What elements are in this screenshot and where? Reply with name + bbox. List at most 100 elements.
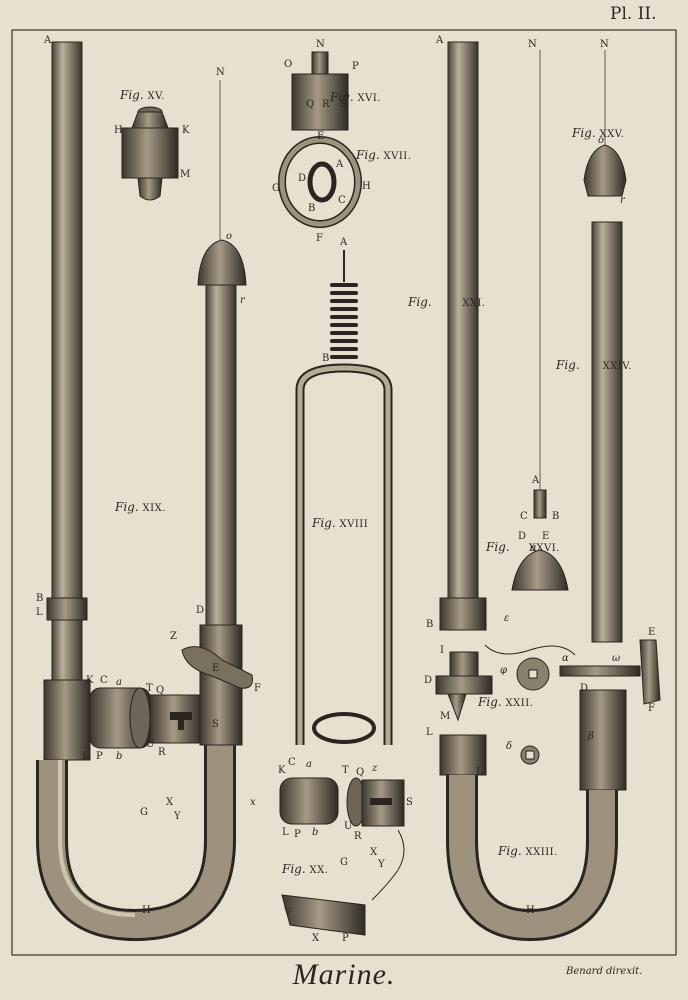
letter: E: [317, 131, 325, 142]
letter: E: [542, 531, 550, 542]
letter: A: [336, 159, 344, 170]
letter: H: [142, 905, 151, 916]
letter: M: [440, 711, 451, 722]
letter: D: [196, 605, 205, 616]
letter: δ: [506, 741, 513, 752]
letter: B: [322, 353, 330, 364]
letter: A: [532, 475, 540, 486]
letter: C: [100, 675, 108, 686]
letter: S: [212, 719, 219, 730]
fig-xxv-drawing: [583, 50, 627, 197]
letter: A: [44, 35, 52, 46]
letter: α: [562, 653, 569, 664]
letter: D: [298, 173, 307, 184]
letter: φ: [500, 665, 508, 676]
letter: L: [82, 751, 89, 762]
letter: B: [552, 511, 560, 522]
caption-fig-xxv: Fig. XXV.: [572, 126, 625, 140]
caption-fig-xix: Fig. XIX.: [115, 500, 166, 514]
letter: Z: [170, 631, 177, 642]
letter: r: [620, 195, 625, 206]
caption-fig-xxvi: Fig. XXVI.: [486, 540, 560, 554]
fig-xxii-drawing: [435, 639, 661, 765]
letter: H: [114, 125, 123, 136]
letter: U: [344, 821, 353, 832]
letter: L: [426, 727, 433, 738]
letter: N: [600, 39, 609, 50]
letter: N: [316, 39, 325, 50]
fig-xx-drawing: [279, 777, 405, 936]
fig-xvi-drawing: [291, 51, 349, 131]
caption-fig-xxiii: Fig. XXIII.: [498, 844, 558, 858]
letter: C: [338, 195, 346, 206]
letter: D: [424, 675, 433, 686]
letter: H: [526, 905, 535, 916]
letter: C: [288, 757, 296, 768]
letter: T: [342, 765, 349, 776]
letter: H: [362, 181, 371, 192]
letter: E: [212, 663, 220, 674]
plate-border: [11, 29, 677, 956]
letter: A: [436, 35, 444, 46]
letter: o: [598, 135, 605, 146]
letter: K: [278, 765, 286, 776]
letter: x: [250, 797, 256, 808]
fig-xviii-drawing: [295, 250, 393, 745]
letter: X: [312, 933, 320, 944]
letter: A: [340, 237, 348, 248]
letter: Y: [174, 811, 181, 822]
letter: X: [370, 847, 378, 858]
letter: F: [254, 683, 261, 694]
plate-number: Pl. II.: [610, 4, 657, 24]
letter: N: [216, 67, 225, 78]
fig-xix-drawing: [36, 41, 253, 942]
letter: I: [440, 645, 444, 656]
letter: b: [312, 827, 319, 838]
letter: M: [180, 169, 191, 180]
letter: P: [96, 751, 103, 762]
letter: B: [426, 619, 434, 630]
caption-fig-xxiv: Fig. XXIV.: [556, 358, 632, 372]
letter: ε: [504, 613, 510, 624]
plate-title: Marine.: [292, 958, 396, 991]
letter: G: [272, 183, 280, 194]
letter: C: [520, 511, 528, 522]
fig-xxiii-drawing: [439, 689, 627, 942]
fig-xxvi-drawing: [511, 50, 569, 591]
letter: o: [226, 231, 233, 242]
letter: N: [528, 39, 537, 50]
letter: β: [588, 731, 594, 742]
letter: O: [284, 59, 293, 70]
letter: Q: [356, 767, 365, 778]
letter: K: [182, 125, 190, 136]
letter: R: [158, 747, 166, 758]
letter: P: [352, 61, 359, 72]
letter: L: [476, 767, 483, 778]
letter: P: [342, 933, 349, 944]
letter: ɑ: [530, 543, 537, 554]
letter: S: [340, 99, 347, 110]
caption-fig-xvi: Fig. XVI.: [330, 90, 381, 104]
letter: P: [294, 829, 301, 840]
letter: F: [648, 703, 655, 714]
letter: z: [372, 763, 378, 774]
letter: R: [322, 99, 330, 110]
letter: a: [116, 677, 122, 688]
letter: X: [166, 797, 174, 808]
letter: L: [36, 607, 43, 618]
caption-fig-xvii: Fig. XVII.: [356, 148, 412, 162]
engraver-credit: Benard direxit.: [566, 966, 643, 977]
letter: ω: [612, 653, 621, 664]
letter: B: [36, 593, 44, 604]
letter: Q: [306, 99, 315, 110]
fig-xxiv-drawing: [591, 221, 623, 643]
letter: V: [284, 907, 292, 918]
letter: G: [340, 857, 348, 868]
letter: D: [518, 531, 527, 542]
letter: G: [140, 807, 148, 818]
letter: S: [406, 797, 413, 808]
letter: E: [648, 627, 656, 638]
letter: K: [86, 675, 94, 686]
caption-fig-xviii: Fig. XVIII: [312, 516, 369, 530]
